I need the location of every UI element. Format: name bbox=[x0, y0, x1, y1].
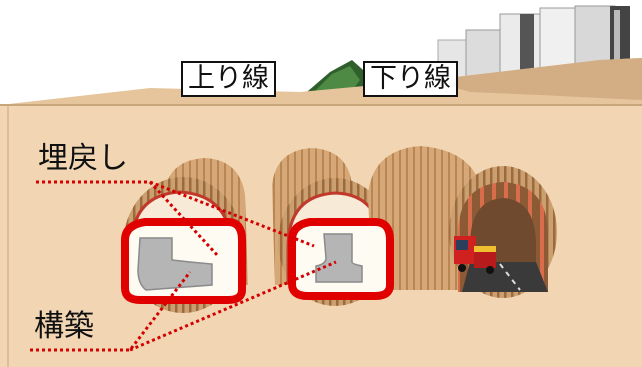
backfill-label: 埋戻し bbox=[38, 141, 128, 176]
down-line-label: 下り線 bbox=[363, 61, 458, 97]
construction-callout-line-2 bbox=[129, 260, 337, 352]
sky-left bbox=[0, 0, 80, 10]
construction-highlight-middle bbox=[288, 218, 394, 300]
ground-slope bbox=[430, 58, 642, 100]
backfill-callout-line-2 bbox=[149, 180, 315, 248]
up-line-label: 上り線 bbox=[181, 61, 276, 97]
construction-label: 構築 bbox=[34, 309, 94, 344]
truck bbox=[454, 236, 496, 274]
construction-highlight-left bbox=[121, 218, 246, 304]
ground-surface bbox=[0, 58, 642, 115]
tunnel-down-line bbox=[368, 146, 557, 298]
callout-lines bbox=[30, 180, 337, 352]
